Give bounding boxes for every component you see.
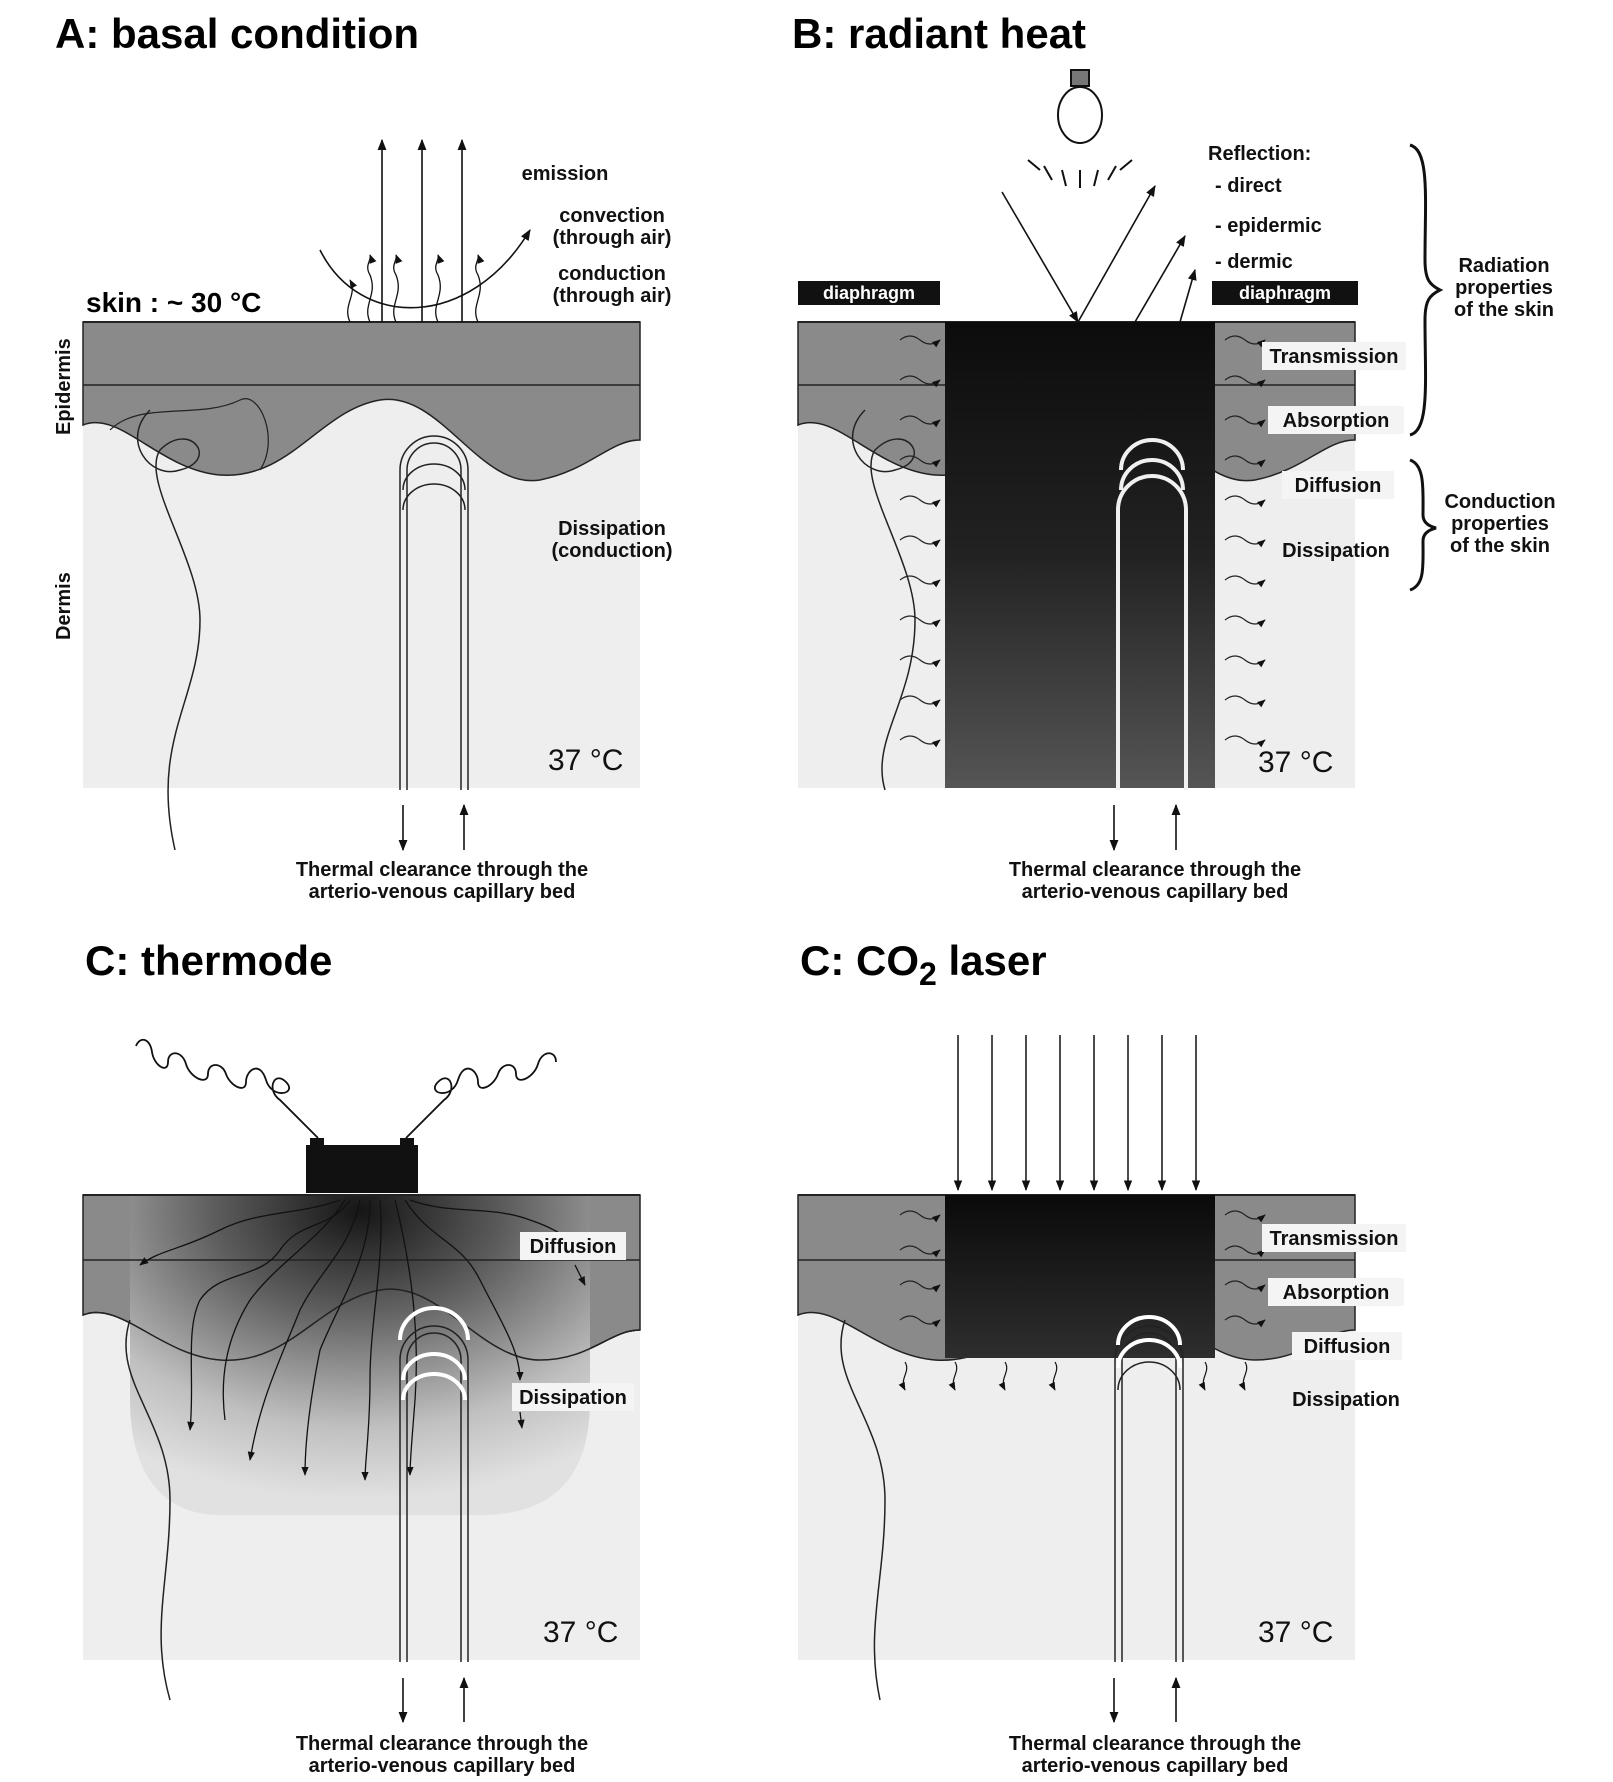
reflection-direct-label: - direct — [1215, 175, 1282, 197]
conduction-label: conduction — [558, 263, 666, 285]
panel-b: B: radiant heat — [792, 10, 1556, 903]
laser-beams — [953, 1035, 1201, 1192]
diffusion-label: Diffusion — [1304, 1336, 1391, 1358]
capillary-loop — [1114, 1315, 1184, 1662]
thermode-cable-left — [135, 1038, 319, 1139]
reflection-dermic-label: - dermic — [1215, 251, 1293, 273]
emission-label: emission — [522, 163, 609, 185]
reflection-dermic-ray — [1179, 268, 1197, 323]
absorption-label: Absorption — [1283, 1282, 1390, 1304]
dermo-epidermal-junction — [82, 1288, 641, 1361]
reflection-label: Reflection: — [1208, 143, 1311, 165]
core-temperature-label: 37 °C — [1258, 746, 1333, 779]
clearance-sub-label: arterio-venous capillary bed — [309, 1755, 576, 1777]
label-box — [1268, 406, 1404, 434]
capillary-loop — [398, 1306, 470, 1662]
diffusion-label: Diffusion — [530, 1236, 617, 1258]
radiation-properties-label-3: of the skin — [1454, 299, 1554, 321]
label-box — [1292, 1332, 1402, 1360]
nerve-fiber — [137, 409, 201, 851]
emission-arrows — [377, 138, 467, 322]
reflection-direct-ray — [1077, 185, 1156, 323]
clearance-label: Thermal clearance through the — [296, 1733, 588, 1755]
label-box — [520, 1232, 626, 1260]
dissipation-arrows — [898, 1361, 1248, 1391]
conduction-sub-label: (through air) — [553, 285, 672, 307]
clearance-label: Thermal clearance through the — [1009, 1733, 1301, 1755]
conduction-properties-label: Conduction — [1444, 491, 1555, 513]
conduction-brace — [1409, 458, 1437, 592]
panel-a: A: basal condition — [53, 10, 673, 903]
irradiated-zone — [945, 1195, 1215, 1358]
reflection-epidermic-label: - epidermic — [1215, 215, 1322, 237]
heated-zone — [130, 1195, 590, 1515]
dissipation-sub-label: (conduction) — [551, 540, 672, 562]
diffusion-pointer — [574, 1264, 586, 1286]
convection-arrow — [319, 229, 531, 309]
lamp-icon — [1027, 69, 1133, 188]
dissipation-label: Dissipation — [558, 518, 666, 540]
nerve-fiber — [852, 409, 916, 791]
incident-ray — [1001, 191, 1079, 323]
panel-c: C: thermode — [82, 937, 641, 1777]
nerve-fiber — [840, 1319, 886, 1701]
reflection-epidermic-ray — [1134, 235, 1186, 323]
clearance-label: Thermal clearance through the — [1009, 859, 1301, 881]
lateral-diffusion-arrows — [899, 1210, 1266, 1328]
conduction-properties-label-3: of the skin — [1450, 535, 1550, 557]
dissipation-label: Dissipation — [1282, 540, 1390, 562]
clearance-sub-label: arterio-venous capillary bed — [1022, 1755, 1289, 1777]
core-temperature-label: 37 °C — [1258, 1616, 1333, 1649]
diaphragm-left — [798, 281, 940, 305]
skin-temperature-label: skin : ~ 30 °C — [86, 287, 261, 318]
irradiated-zone — [945, 322, 1215, 788]
thermode-probe — [306, 1145, 418, 1193]
clearance-label: Thermal clearance through the — [296, 859, 588, 881]
nerve-fiber — [109, 398, 269, 471]
transmission-label: Transmission — [1270, 346, 1399, 368]
capillary-loop — [1116, 438, 1188, 790]
diffusion-label: Diffusion — [1295, 475, 1382, 497]
diaphragm-left-label: diaphragm — [823, 283, 915, 303]
convection-label: convection — [559, 205, 665, 227]
capillary-loop — [399, 435, 469, 790]
label-box — [512, 1383, 634, 1411]
panel-c-title: C: thermode — [85, 937, 332, 984]
thermode-cable-right — [405, 1052, 557, 1139]
heat-diffusion-arrows — [139, 1199, 586, 1481]
label-box — [1262, 1224, 1406, 1252]
epidermis-label: Epidermis — [53, 338, 75, 435]
panel-a-title: A: basal condition — [55, 10, 419, 57]
conduction-properties-label-2: properties — [1451, 513, 1549, 535]
diaphragm-right-label: diaphragm — [1239, 283, 1331, 303]
transmission-label: Transmission — [1270, 1228, 1399, 1250]
radiation-brace — [1409, 143, 1444, 437]
convection-sub-label: (through air) — [553, 227, 672, 249]
core-temperature-label: 37 °C — [548, 744, 623, 777]
label-box — [1268, 1278, 1404, 1306]
panel-d-title: C: CO2 laser — [800, 937, 1047, 992]
clearance-sub-label: arterio-venous capillary bed — [1022, 881, 1289, 903]
label-box — [1282, 471, 1394, 499]
panel-d: C: CO2 laser — [797, 937, 1406, 1777]
radiation-properties-label: Radiation — [1458, 255, 1549, 277]
dissipation-label: Dissipation — [1292, 1389, 1400, 1411]
diaphragm-right — [1212, 281, 1358, 305]
nerve-fiber — [125, 1319, 171, 1701]
lateral-diffusion-arrows — [899, 335, 1266, 748]
dissipation-pointer — [517, 1411, 525, 1429]
conduction-air-arrows — [347, 254, 485, 323]
dissipation-label: Dissipation — [519, 1387, 627, 1409]
dermis-label: Dermis — [53, 572, 75, 640]
panel-b-title: B: radiant heat — [792, 10, 1086, 57]
core-temperature-label: 37 °C — [543, 1616, 618, 1649]
absorption-label: Absorption — [1283, 410, 1390, 432]
radiation-properties-label-2: properties — [1455, 277, 1553, 299]
epidermis-layer — [82, 321, 641, 482]
clearance-sub-label: arterio-venous capillary bed — [309, 881, 576, 903]
label-box — [1262, 342, 1406, 370]
